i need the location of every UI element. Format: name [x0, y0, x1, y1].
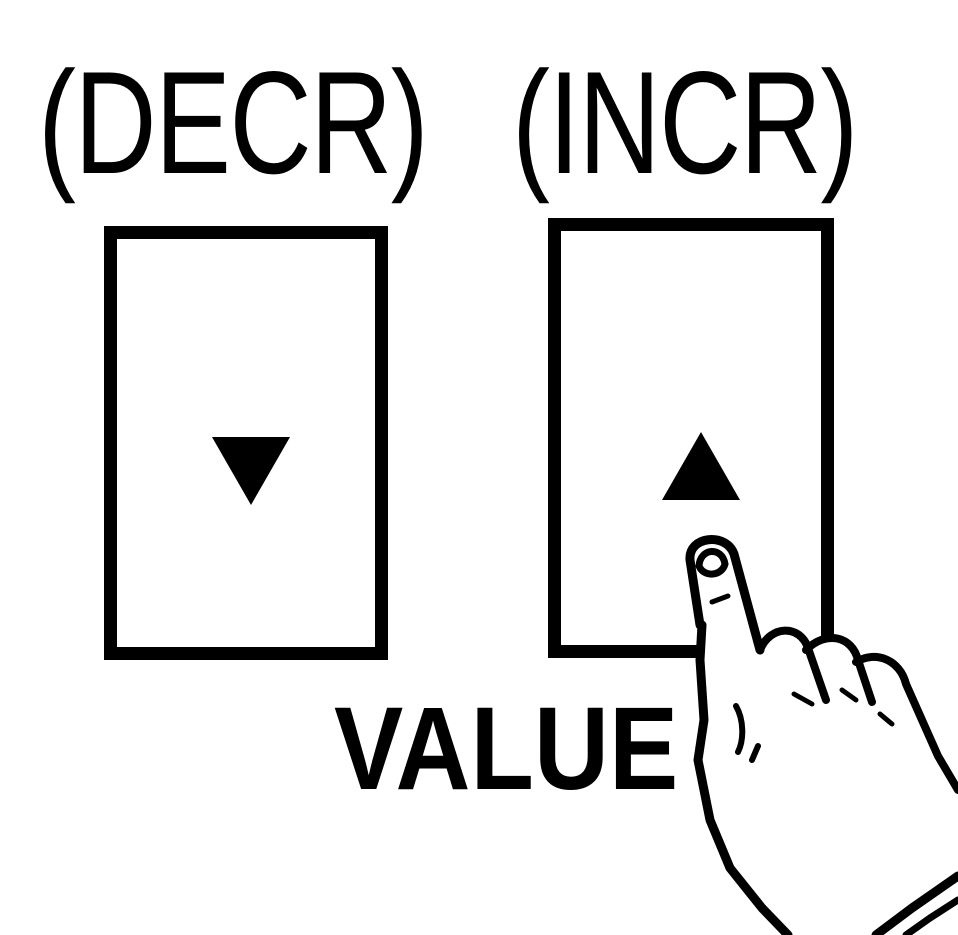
value-label: VALUE: [334, 690, 678, 808]
triangle-up-icon: [662, 432, 740, 500]
decrement-label: (DECR): [38, 50, 427, 196]
increment-label: (INCR): [512, 50, 857, 196]
triangle-down-icon: [212, 437, 290, 505]
